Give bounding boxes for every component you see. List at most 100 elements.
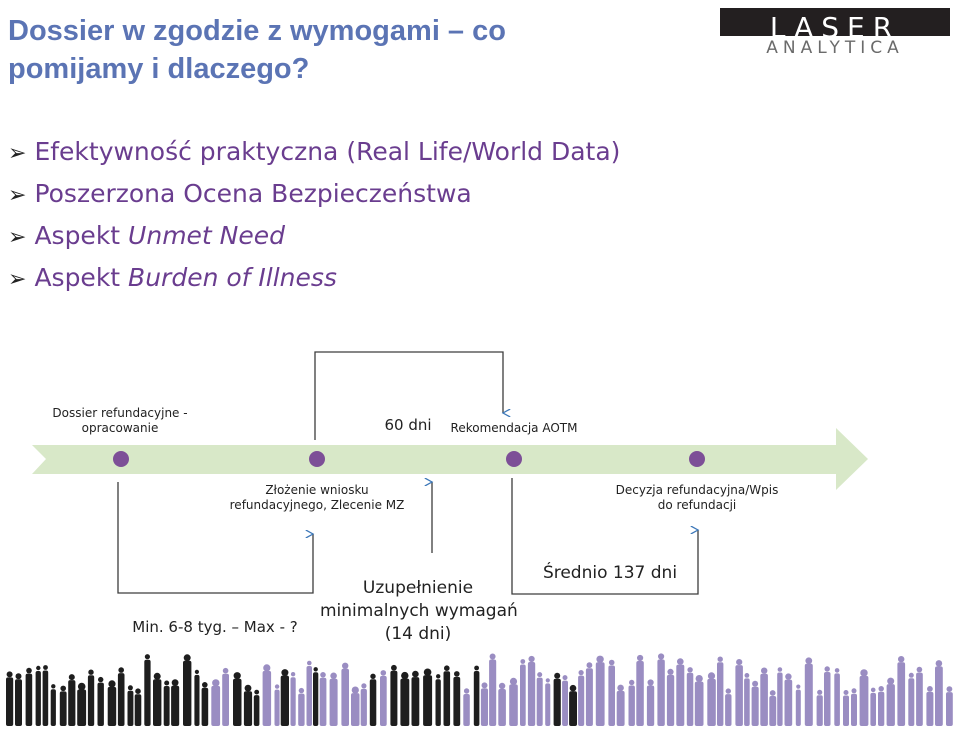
person-head bbox=[761, 667, 768, 674]
person-body bbox=[870, 692, 876, 726]
person-head bbox=[617, 684, 624, 692]
person-head bbox=[498, 682, 506, 690]
person-body bbox=[351, 693, 360, 726]
person-head bbox=[898, 656, 905, 663]
person-body bbox=[313, 672, 319, 726]
person-head bbox=[554, 672, 561, 679]
person-body bbox=[707, 678, 716, 726]
person-body bbox=[843, 695, 849, 726]
person-body bbox=[298, 693, 305, 726]
person-body bbox=[50, 689, 56, 726]
person-head bbox=[307, 660, 312, 666]
person-body bbox=[463, 694, 470, 726]
label-uzupelnienie: Uzupełnienie minimalnych wymagań (14 dni… bbox=[320, 578, 518, 644]
person-body bbox=[423, 675, 433, 726]
person-body bbox=[127, 690, 134, 726]
timeline-node-dossier bbox=[113, 451, 129, 467]
person-body bbox=[608, 665, 615, 726]
person-body bbox=[784, 679, 793, 726]
person-head bbox=[144, 654, 150, 660]
person-body bbox=[769, 696, 777, 726]
person-body bbox=[545, 683, 551, 726]
person-body bbox=[117, 673, 125, 726]
person-head bbox=[153, 672, 161, 680]
person-body bbox=[306, 666, 312, 726]
person-head bbox=[687, 667, 693, 673]
person-body bbox=[222, 673, 229, 726]
person-body bbox=[360, 688, 367, 726]
person-head bbox=[777, 667, 783, 672]
person-head bbox=[834, 668, 840, 673]
person-body bbox=[144, 659, 151, 726]
person-body bbox=[453, 676, 461, 726]
person-head bbox=[298, 687, 305, 694]
person-head bbox=[423, 668, 432, 677]
arrow-bullet-icon: ➢ bbox=[8, 225, 27, 250]
title-line-1: Dossier w zgodzie z wymogami – co bbox=[8, 15, 506, 47]
person-body bbox=[628, 685, 635, 726]
person-body bbox=[562, 680, 568, 726]
person-head bbox=[6, 671, 13, 678]
person-head bbox=[569, 684, 577, 692]
person-head bbox=[736, 659, 743, 666]
person-head bbox=[608, 659, 615, 666]
arrow-bullet-icon: ➢ bbox=[8, 141, 27, 166]
person-body bbox=[243, 691, 253, 726]
person-head bbox=[647, 679, 654, 686]
person-head bbox=[222, 667, 229, 674]
person-body bbox=[666, 674, 675, 726]
person-body bbox=[15, 679, 22, 726]
person-head bbox=[528, 655, 535, 663]
laser-analytica-logo: LASER ANALYTICA bbox=[720, 8, 950, 58]
person-body bbox=[390, 670, 398, 726]
person-body bbox=[520, 664, 526, 726]
person-head bbox=[15, 673, 22, 680]
arrow-bullet-icon: ➢ bbox=[8, 267, 27, 292]
crowd-silhouettes bbox=[6, 653, 953, 726]
person-head bbox=[391, 664, 397, 671]
person-head bbox=[474, 665, 479, 671]
person-body bbox=[578, 675, 585, 726]
person-head bbox=[843, 690, 849, 695]
timeline-arrow bbox=[32, 428, 868, 490]
person-body bbox=[473, 671, 480, 726]
person-body bbox=[777, 672, 783, 726]
person-head bbox=[342, 662, 349, 669]
person-body bbox=[489, 659, 497, 726]
person-head bbox=[870, 687, 876, 693]
person-head bbox=[212, 679, 220, 687]
person-head bbox=[851, 688, 857, 694]
person-head bbox=[562, 675, 568, 681]
person-head bbox=[135, 688, 141, 694]
person-body bbox=[646, 685, 655, 726]
person-head bbox=[401, 671, 409, 680]
person-body bbox=[657, 659, 665, 726]
person-head bbox=[824, 666, 830, 672]
connector-60-days bbox=[314, 351, 503, 440]
person-head bbox=[290, 672, 296, 677]
person-body bbox=[329, 678, 338, 726]
person-body bbox=[851, 693, 857, 726]
person-head bbox=[916, 666, 923, 673]
person-body bbox=[694, 681, 704, 726]
person-body bbox=[262, 670, 272, 726]
person-body bbox=[411, 677, 420, 726]
person-body bbox=[280, 675, 289, 726]
person-head bbox=[946, 686, 953, 692]
person-head bbox=[26, 667, 32, 674]
person-head bbox=[244, 684, 252, 692]
person-head bbox=[351, 686, 359, 694]
person-body bbox=[369, 679, 377, 726]
person-head bbox=[860, 669, 868, 677]
person-body bbox=[194, 674, 200, 726]
person-head bbox=[887, 677, 895, 685]
person-head bbox=[744, 673, 750, 678]
person-head bbox=[489, 653, 496, 660]
person-head bbox=[281, 669, 289, 677]
person-head bbox=[578, 670, 584, 676]
person-body bbox=[77, 689, 87, 726]
person-head bbox=[98, 676, 104, 683]
person-head bbox=[274, 684, 280, 689]
person-head bbox=[183, 654, 191, 662]
